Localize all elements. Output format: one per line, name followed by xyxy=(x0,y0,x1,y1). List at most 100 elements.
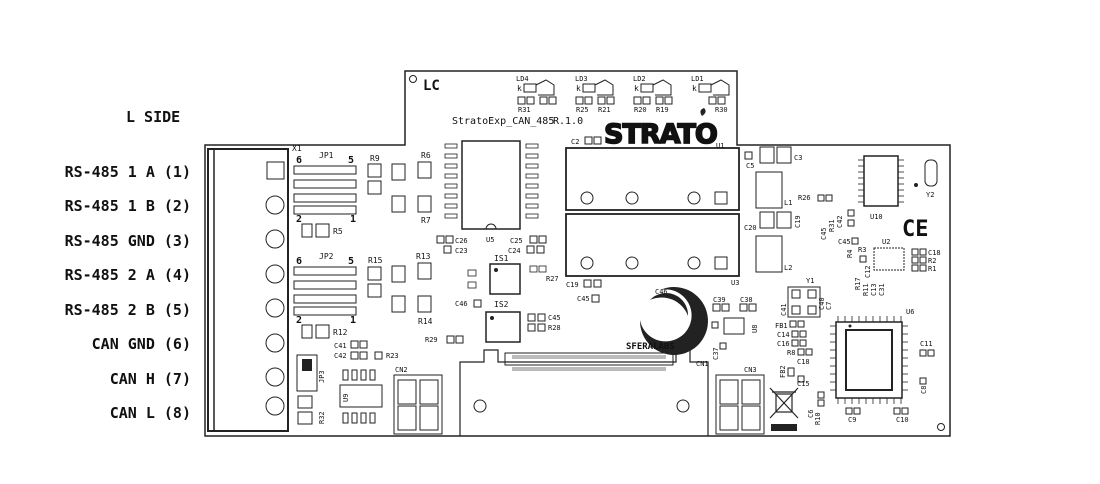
svg-text:C16: C16 xyxy=(777,340,790,348)
mount-hole-right xyxy=(937,423,945,431)
svg-text:1: 1 xyxy=(350,214,356,225)
svg-text:R31: R31 xyxy=(828,219,836,232)
svg-text:CN3: CN3 xyxy=(744,366,757,374)
svg-text:C19: C19 xyxy=(794,215,802,228)
svg-text:R13: R13 xyxy=(416,252,431,261)
svg-text:LD3: LD3 xyxy=(575,75,588,83)
svg-text:C11: C11 xyxy=(920,340,933,348)
tab-label: LC xyxy=(423,78,440,94)
svg-text:FB2: FB2 xyxy=(779,365,787,378)
svg-text:2: 2 xyxy=(296,315,302,326)
svg-text:C38: C38 xyxy=(740,296,753,304)
svg-text:C20: C20 xyxy=(744,224,757,232)
pin-label-6: CAN GND (6) xyxy=(91,335,191,353)
svg-text:C23: C23 xyxy=(455,247,468,255)
svg-text:LD4: LD4 xyxy=(516,75,529,83)
svg-text:C12: C12 xyxy=(864,265,872,278)
svg-text:R14: R14 xyxy=(418,317,433,326)
is1-ic xyxy=(489,263,521,295)
svg-text:C10: C10 xyxy=(896,416,909,424)
svg-text:C41: C41 xyxy=(334,342,347,350)
jp2-header xyxy=(293,266,357,316)
svg-text:k: k xyxy=(576,84,581,93)
svg-text:5: 5 xyxy=(348,256,354,267)
svg-text:U9: U9 xyxy=(342,394,350,402)
svg-text:R31: R31 xyxy=(518,106,531,114)
svg-text:R4: R4 xyxy=(846,250,854,258)
weee-symbol xyxy=(769,387,799,419)
svg-text:k: k xyxy=(692,84,697,93)
svg-text:U5: U5 xyxy=(486,236,494,244)
svg-text:CN1: CN1 xyxy=(696,360,709,368)
u5-ic xyxy=(835,321,903,399)
terminal-pins xyxy=(265,161,285,416)
svg-text:R12: R12 xyxy=(333,328,348,337)
u4-ic xyxy=(461,140,521,230)
l2-inductor xyxy=(755,235,783,273)
svg-text:C25: C25 xyxy=(510,237,523,245)
svg-text:Y1: Y1 xyxy=(806,277,814,285)
svg-text:C42: C42 xyxy=(334,352,347,360)
svg-text:U8: U8 xyxy=(751,325,759,333)
svg-text:C39: C39 xyxy=(713,296,726,304)
svg-text:C7: C7 xyxy=(825,302,833,310)
svg-text:LD2: LD2 xyxy=(633,75,646,83)
svg-text:R32: R32 xyxy=(318,411,326,424)
svg-text:U10: U10 xyxy=(870,213,883,221)
u10-ic xyxy=(863,155,899,207)
svg-text:JP3: JP3 xyxy=(318,370,326,383)
svg-text:C3: C3 xyxy=(794,154,802,162)
svg-text:C13: C13 xyxy=(870,283,878,296)
svg-text:R23: R23 xyxy=(386,352,399,360)
strato-logo: STRATO xyxy=(603,108,719,151)
pin-label-5: RS-485 2 B (5) xyxy=(64,301,191,319)
svg-text:R10: R10 xyxy=(814,412,822,425)
board-name: StratoExp_CAN_485 xyxy=(452,116,554,127)
pin-label-1: RS-485 1 A (1) xyxy=(64,163,191,181)
jp2-label: JP2 xyxy=(319,252,334,261)
svg-text:C15: C15 xyxy=(797,380,810,388)
u9-ic xyxy=(339,384,383,408)
svg-text:CN2: CN2 xyxy=(395,366,408,374)
svg-text:5: 5 xyxy=(348,155,354,166)
board-outline xyxy=(204,70,951,437)
svg-text:LD1: LD1 xyxy=(691,75,704,83)
svg-text:R20: R20 xyxy=(634,106,647,114)
led-row: LD4 k R31 LD3 k R25 R21 LD2 k R20 R19 LD… xyxy=(516,75,730,114)
svg-text:R25: R25 xyxy=(576,106,589,114)
svg-text:C5: C5 xyxy=(746,162,754,170)
y2-crystal xyxy=(924,159,938,187)
jp1-header xyxy=(293,165,357,215)
svg-text:C24: C24 xyxy=(508,247,521,255)
svg-text:IS2: IS2 xyxy=(494,300,509,309)
svg-text:C45: C45 xyxy=(820,227,828,240)
pin-label-8: CAN L (8) xyxy=(109,404,191,422)
ce-mark: CE xyxy=(902,217,929,242)
terminal-block xyxy=(207,148,289,432)
pin-label-7: CAN H (7) xyxy=(109,370,191,388)
svg-text:C46: C46 xyxy=(655,288,668,296)
svg-text:IS1: IS1 xyxy=(494,254,509,263)
side-label: L SIDE xyxy=(126,108,181,126)
svg-text:2: 2 xyxy=(296,214,302,225)
sferalabs-logo xyxy=(639,286,708,355)
svg-text:R7: R7 xyxy=(421,216,431,225)
svg-text:1: 1 xyxy=(350,315,356,326)
svg-text:R17: R17 xyxy=(854,277,862,290)
is2-ic xyxy=(485,311,521,343)
x1-label: X1 xyxy=(292,144,302,153)
svg-text:R5: R5 xyxy=(333,227,343,236)
svg-text:R28: R28 xyxy=(548,324,561,332)
pin-label-4: RS-485 2 A (4) xyxy=(64,266,191,284)
maker-name: SFERALABS xyxy=(626,342,675,352)
jp1-label: JP1 xyxy=(319,151,334,160)
svg-text:R6: R6 xyxy=(421,151,431,160)
u2-ic xyxy=(873,247,905,271)
svg-text:R1: R1 xyxy=(928,265,936,273)
svg-text:R27: R27 xyxy=(546,275,559,283)
pin-label-3: RS-485 GND (3) xyxy=(64,232,191,250)
svg-text:R21: R21 xyxy=(598,106,611,114)
svg-text:C26: C26 xyxy=(455,237,468,245)
svg-text:R19: R19 xyxy=(656,106,669,114)
cn1-connector xyxy=(459,349,709,436)
